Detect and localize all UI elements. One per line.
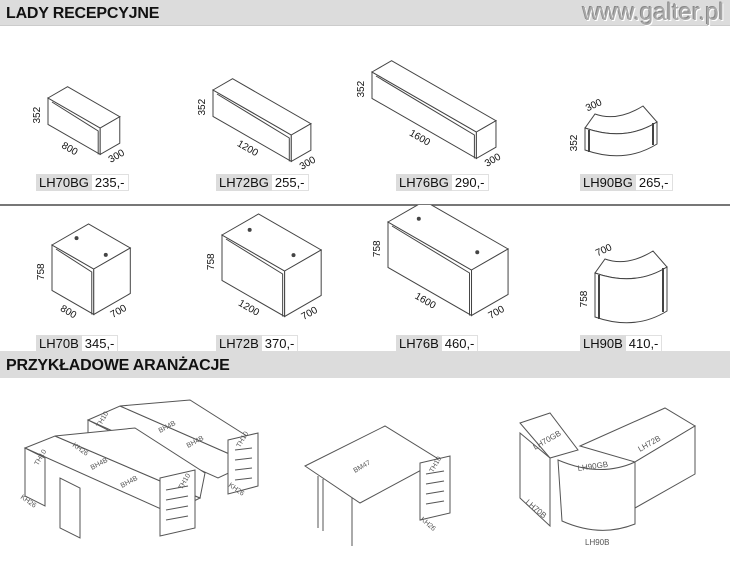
label-top-2: LH90GB <box>577 460 609 473</box>
label-base-2: LH90B <box>585 538 609 547</box>
product-code: LH70BG <box>36 174 92 191</box>
product-code: LH72BG <box>216 174 272 191</box>
section-title: PRZYKŁADOWE ARANŻACJE <box>6 357 230 374</box>
dimension-depth: 300 <box>107 147 127 165</box>
arrangement-3: LH70GB LH90GB LH72B LH70B LH90B <box>519 407 696 547</box>
arrangement-1: BH4B BH4B BH4B BH4B TH10 TH10 TH10 TH10 … <box>19 399 259 539</box>
product-price: 410,- <box>625 335 663 352</box>
box-side-face <box>93 247 131 316</box>
product-price: 290,- <box>451 174 489 191</box>
label-drawer: KH26 <box>419 516 437 533</box>
dimension-depth: 700 <box>487 304 507 322</box>
section-header-arrangements: PRZYKŁADOWE ARANŻACJE <box>0 351 730 378</box>
dimension-depth: 300 <box>483 151 503 169</box>
dimension-depth: 700 <box>109 303 129 321</box>
product-price: 255,- <box>271 174 309 191</box>
dimension-height: 758 <box>579 290 590 307</box>
grommet-icon <box>103 252 108 257</box>
box-panel-edge <box>51 101 99 155</box>
dimension-depth: 700 <box>594 242 614 259</box>
product-code: LH76BG <box>396 174 452 191</box>
website-logo: www.galter.pl <box>582 0 724 26</box>
product-code: LH90B <box>580 335 626 352</box>
grommet-icon <box>475 250 480 255</box>
product-price: 345,- <box>81 335 119 352</box>
product-price: 370,- <box>261 335 299 352</box>
arrangement-drawings: BH4B BH4B BH4B BH4B TH10 TH10 TH10 TH10 … <box>19 399 696 547</box>
dimension-height: 352 <box>356 80 367 97</box>
grommet-icon <box>291 253 296 258</box>
section-header-reception-desks: LADY RECEPCYJNE www.galter.pl <box>0 0 730 26</box>
box-panel-edge <box>391 225 471 316</box>
divider <box>0 204 730 206</box>
dimension-width: 800 <box>58 303 78 321</box>
box-panel-edge <box>216 93 290 162</box>
product-code: LH72B <box>216 335 262 352</box>
dimension-width: 800 <box>59 140 79 158</box>
product-price: 265,- <box>635 174 673 191</box>
corner-front-face <box>594 266 668 324</box>
grommet-icon <box>74 236 79 241</box>
section-title: LADY RECEPCYJNE <box>6 5 160 22</box>
dimension-depth: 300 <box>584 97 604 114</box>
corner-front-face <box>584 121 658 157</box>
arrangement-2: BM47 TH10 KH26 <box>304 425 451 546</box>
product-code: LH70B <box>36 335 82 352</box>
box-side-face <box>99 115 121 156</box>
product-price: 235,- <box>91 174 129 191</box>
box-panel-edge <box>55 248 93 315</box>
box-panel-edge <box>375 75 475 159</box>
dimension-height: 352 <box>569 134 580 151</box>
dimension-depth: 700 <box>300 305 320 323</box>
product-code: LH90BG <box>580 174 636 191</box>
box-side-face <box>284 249 322 318</box>
dimension-height: 352 <box>32 106 43 123</box>
product-price: 460,- <box>441 335 479 352</box>
box-side-face <box>290 122 312 163</box>
dimension-depth: 300 <box>298 154 318 172</box>
dimension-height: 758 <box>36 263 47 280</box>
dimension-height: 352 <box>197 98 208 115</box>
grommet-icon <box>247 227 252 232</box>
product-code: LH76B <box>396 335 442 352</box>
dimension-height: 758 <box>206 253 217 270</box>
box-side-face <box>471 248 509 317</box>
grommet-icon <box>416 216 421 221</box>
dimension-height: 758 <box>372 240 383 257</box>
box-panel-edge <box>225 238 284 317</box>
box-side-face <box>475 119 497 160</box>
